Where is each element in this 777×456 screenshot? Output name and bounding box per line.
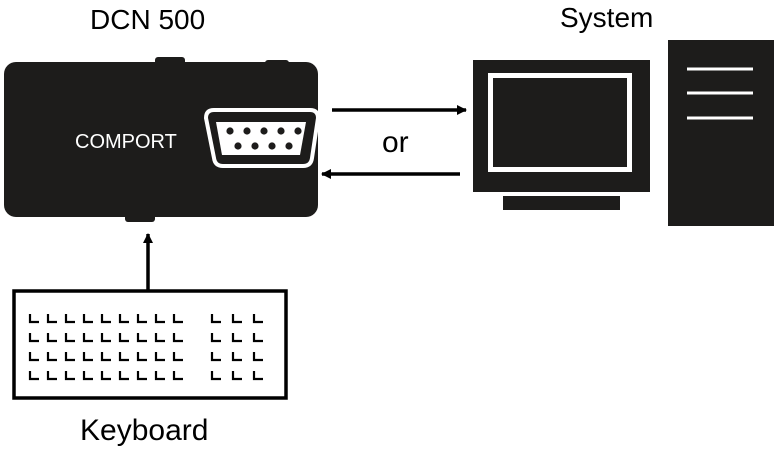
keyboard-key <box>210 314 221 324</box>
comport-label: COMPORT <box>75 131 177 153</box>
keyboard-key <box>231 352 242 362</box>
keyboard-key <box>252 333 263 343</box>
keyboard-key <box>82 314 93 324</box>
keyboard-key <box>231 371 242 381</box>
keyboard-key <box>118 314 129 324</box>
keyboard-key <box>118 371 129 381</box>
keyboard-key <box>210 352 221 362</box>
keyboard-key <box>136 371 147 381</box>
keyboard-key <box>210 371 221 381</box>
keyboard-key <box>28 333 39 343</box>
keyboard-key <box>136 333 147 343</box>
keyboard-key <box>252 314 263 324</box>
serial-port-icon <box>203 108 321 168</box>
monitor-icon <box>473 60 650 210</box>
keyboard-key <box>210 333 221 343</box>
keyboard-key <box>82 333 93 343</box>
keyboard-key <box>64 371 75 381</box>
keyboard-title: Keyboard <box>80 414 209 447</box>
device-bottom-tab <box>125 212 155 222</box>
keyboard-key <box>154 371 165 381</box>
keyboard-key <box>136 314 147 324</box>
keyboard-key <box>172 371 183 381</box>
keyboard-key <box>28 314 39 324</box>
keyboard-key <box>154 352 165 362</box>
or-label: or <box>382 126 409 159</box>
keyboard-key <box>172 314 183 324</box>
keyboard-key <box>82 352 93 362</box>
keyboard-key <box>64 314 75 324</box>
keyboard-key <box>172 352 183 362</box>
keyboard-key <box>136 352 147 362</box>
keyboard-key <box>252 352 263 362</box>
keyboard-key <box>46 314 57 324</box>
keyboard-key <box>231 333 242 343</box>
keyboard-key <box>46 352 57 362</box>
keyboard-key <box>82 371 93 381</box>
keyboard-key <box>154 333 165 343</box>
keyboard-key <box>100 333 111 343</box>
device-title: DCN 500 <box>90 4 206 35</box>
keyboard-key <box>231 314 242 324</box>
keyboard-icon <box>12 289 288 400</box>
keyboard-key <box>46 371 57 381</box>
computer-tower-icon <box>668 40 774 226</box>
keyboard-key <box>64 333 75 343</box>
keyboard-key <box>118 333 129 343</box>
keyboard-key <box>100 352 111 362</box>
keyboard-key <box>64 352 75 362</box>
keyboard-key <box>118 352 129 362</box>
system-title: System <box>560 2 654 33</box>
keyboard-key <box>46 333 57 343</box>
keyboard-key <box>252 371 263 381</box>
keyboard-key <box>154 314 165 324</box>
keyboard-key <box>172 333 183 343</box>
keyboard-key <box>100 314 111 324</box>
keyboard-key <box>28 352 39 362</box>
keyboard-key <box>100 371 111 381</box>
keyboard-key <box>28 371 39 381</box>
